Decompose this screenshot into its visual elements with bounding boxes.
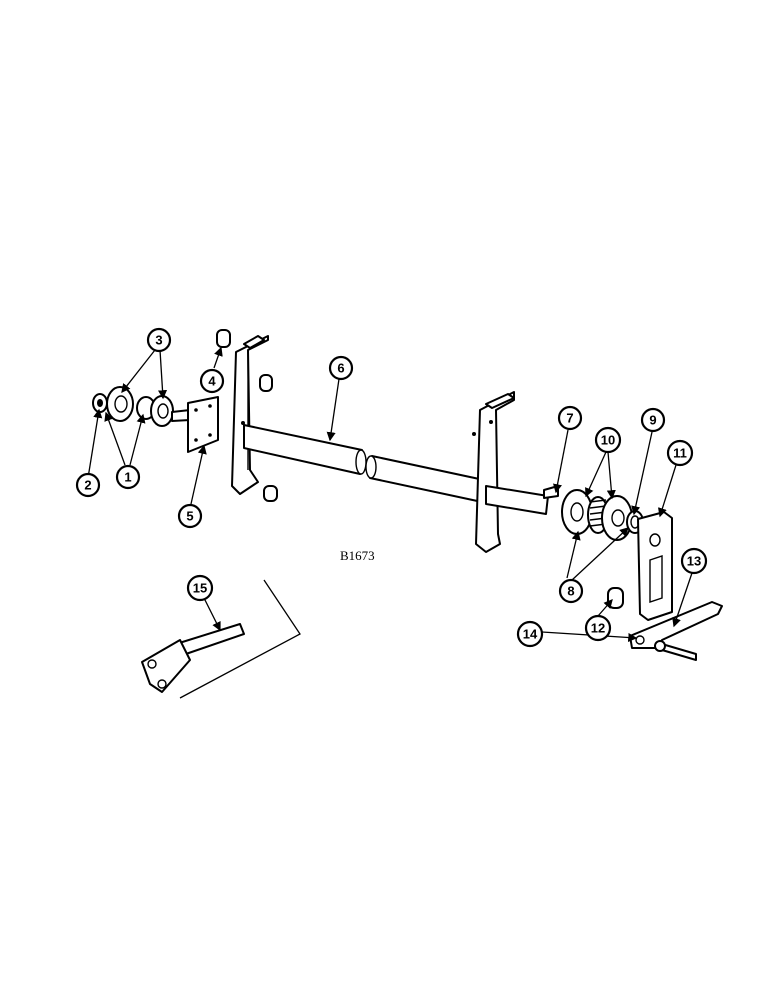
callout-14-label: 14 <box>523 627 538 642</box>
callout-13: 13 <box>680 547 708 575</box>
callout-3-label: 3 <box>155 333 162 348</box>
callout-12: 12 <box>584 614 612 642</box>
callout-9: 9 <box>640 407 666 433</box>
main-shaft-part-6 <box>243 424 485 503</box>
callout-5: 5 <box>177 503 203 529</box>
callout-10-label: 10 <box>601 433 615 448</box>
pin-part-12 <box>607 587 624 609</box>
callout-14: 14 <box>516 620 544 648</box>
key-part-7 <box>543 485 559 499</box>
link-part-11 <box>637 511 673 621</box>
callout-8: 8 <box>558 578 584 604</box>
callout-4-label: 4 <box>208 374 216 389</box>
left-bracket <box>216 329 278 502</box>
right-hub-parts <box>543 485 644 541</box>
rod-part-15 <box>141 579 301 699</box>
callout-10: 10 <box>594 426 622 454</box>
right-bracket <box>472 391 549 553</box>
callout-9-label: 9 <box>649 413 656 428</box>
callout-6-label: 6 <box>337 361 344 376</box>
spacer-part-4 <box>216 329 231 348</box>
callout-4: 4 <box>199 368 225 394</box>
callout-2: 2 <box>75 472 101 498</box>
callout-11-label: 11 <box>673 446 687 461</box>
callout-15: 15 <box>186 574 214 602</box>
bolt-part-14 <box>661 643 697 661</box>
callout-7: 7 <box>557 405 583 431</box>
callout-8-label: 8 <box>567 584 574 599</box>
callout-12-label: 12 <box>591 621 605 636</box>
callout-3: 3 <box>146 327 172 353</box>
callout-15-label: 15 <box>193 581 207 596</box>
callout-5-label: 5 <box>186 509 193 524</box>
left-hub-parts <box>92 386 219 453</box>
callout-2-label: 2 <box>84 478 91 493</box>
callout-1-label: 1 <box>124 470 131 485</box>
callout-13-label: 13 <box>687 554 701 569</box>
figure-code: B1673 <box>340 548 375 563</box>
mounting-plate-part-5 <box>187 396 219 453</box>
callout-11: 11 <box>666 439 694 467</box>
callout-1: 1 <box>115 464 141 490</box>
callout-6: 6 <box>328 355 354 381</box>
callout-7-label: 7 <box>566 411 573 426</box>
leader-lines <box>87 346 693 643</box>
